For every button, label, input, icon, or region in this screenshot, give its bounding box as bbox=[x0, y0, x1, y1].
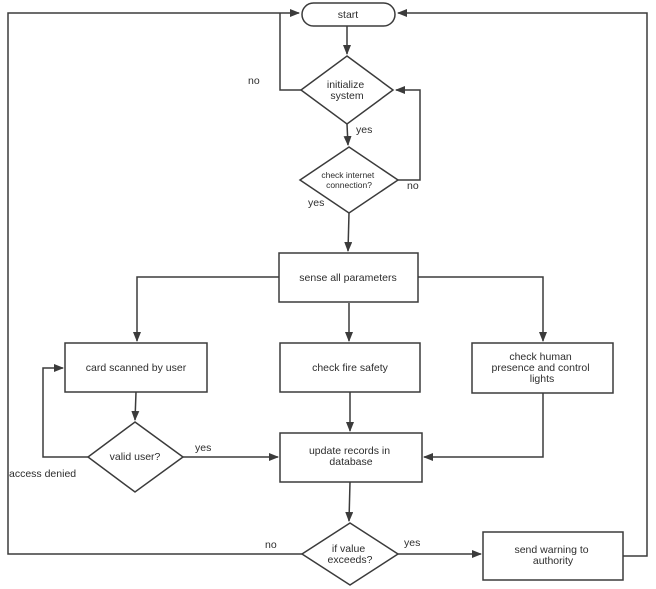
edge-valid-access-denied-to-card bbox=[42, 364, 88, 458]
valid-user-label: valid user? bbox=[110, 451, 161, 463]
node-sense-parameters: sense all parameters bbox=[278, 252, 419, 303]
edge-initialize-yes-to-internet bbox=[343, 123, 352, 146]
valid-user-decision-shape bbox=[86, 421, 185, 493]
node-valid-user: valid user? bbox=[86, 421, 185, 493]
flowchart-edge-labels: no yes no yes yes access denied no yes bbox=[9, 75, 420, 551]
node-send-warning: send warning to authority bbox=[482, 531, 624, 581]
check-human-process-shape bbox=[471, 342, 614, 394]
edge-ifvalue-no-to-start bbox=[7, 9, 302, 555]
edge-label-valid-user-yes: yes bbox=[195, 442, 211, 454]
send-warning-process-shape bbox=[482, 531, 624, 581]
check-internet-decision-shape bbox=[298, 146, 400, 214]
node-check-internet: check internet connection? bbox=[298, 146, 400, 214]
edge-label-initialize-no: no bbox=[248, 75, 260, 87]
edge-sense-to-human bbox=[418, 276, 547, 342]
edge-internet-yes-to-sense bbox=[344, 212, 353, 252]
edge-sense-to-card bbox=[133, 276, 279, 342]
edge-label-access-denied: access denied bbox=[9, 468, 76, 480]
edge-card-to-valid bbox=[131, 391, 140, 421]
edge-warning-to-start bbox=[397, 9, 648, 557]
sense-parameters-process-shape bbox=[278, 252, 419, 303]
edge-label-exceeds-no: no bbox=[265, 539, 277, 551]
edge-label-initialize-yes: yes bbox=[356, 124, 372, 136]
node-update-records: update records in database bbox=[279, 432, 423, 483]
edge-label-exceeds-yes: yes bbox=[404, 537, 420, 549]
update-records-label: update records in database bbox=[309, 445, 393, 468]
flowchart-edges bbox=[7, 9, 648, 558]
if-value-exceeds-decision-shape bbox=[300, 522, 400, 586]
edge-internet-no-to-initialize bbox=[395, 86, 421, 181]
sense-parameters-label: sense all parameters bbox=[299, 272, 396, 284]
edge-label-internet-no: no bbox=[407, 180, 419, 192]
check-fire-label: check fire safety bbox=[312, 362, 389, 374]
start-terminator-shape bbox=[301, 2, 396, 27]
check-internet-label: check internet connection? bbox=[321, 170, 376, 190]
node-check-human: check human presence and control lights bbox=[471, 342, 614, 394]
card-scanned-process-shape bbox=[64, 342, 208, 393]
node-initialize-system: initialize system bbox=[299, 55, 395, 125]
update-records-process-shape bbox=[279, 432, 423, 483]
initialize-system-decision-shape bbox=[299, 55, 395, 125]
edge-initialize-no-to-start bbox=[279, 13, 301, 91]
check-human-label: check human presence and control lights bbox=[492, 351, 593, 385]
start-label: start bbox=[338, 9, 359, 21]
node-if-value-exceeds: if value exceeds? bbox=[300, 522, 400, 586]
if-value-exceeds-label: if value exceeds? bbox=[328, 543, 373, 566]
send-warning-label: send warning to authority bbox=[514, 544, 591, 567]
edge-human-to-update bbox=[423, 393, 544, 461]
edge-label-internet-yes: yes bbox=[308, 197, 324, 209]
node-start: start bbox=[301, 2, 396, 27]
card-scanned-label: card scanned by user bbox=[86, 362, 187, 374]
node-check-fire: check fire safety bbox=[279, 342, 421, 393]
initialize-system-label: initialize system bbox=[327, 79, 367, 102]
node-card-scanned: card scanned by user bbox=[64, 342, 208, 393]
check-fire-process-shape bbox=[279, 342, 421, 393]
edge-update-to-ifvalue bbox=[345, 481, 354, 522]
